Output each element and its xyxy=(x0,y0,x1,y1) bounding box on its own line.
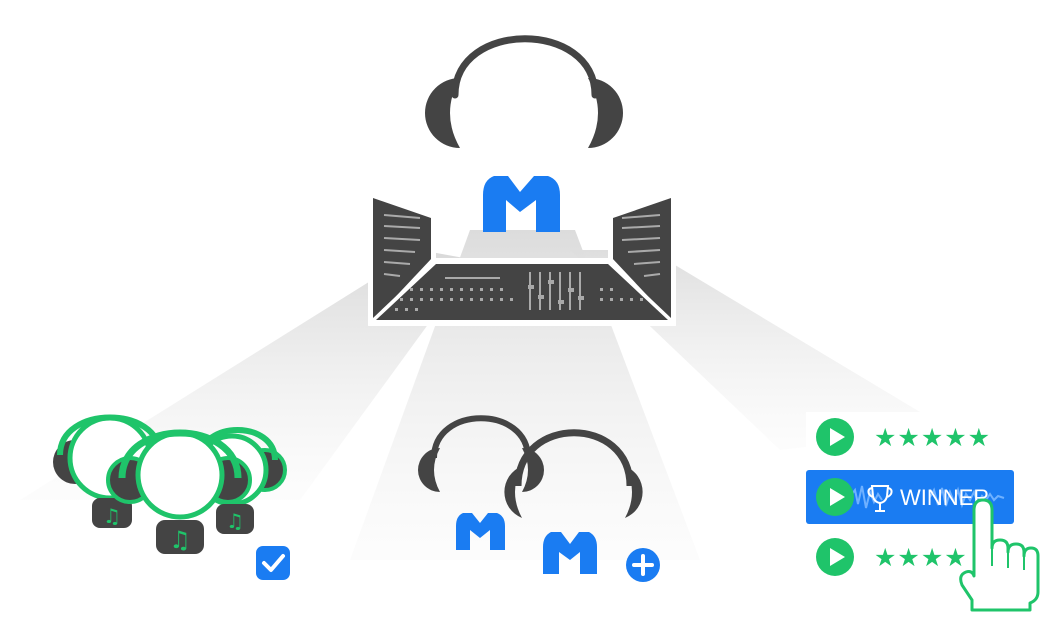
producer-body-icon xyxy=(483,176,560,232)
checkmark-icon xyxy=(256,546,290,580)
track-row-1: ★★★★★ xyxy=(816,418,991,456)
plus-icon xyxy=(626,548,660,582)
track-3-rating: ★★★★ xyxy=(874,543,968,572)
winner-highlight xyxy=(806,470,1014,524)
producer-small-right xyxy=(504,429,643,574)
producer-figure xyxy=(425,35,623,232)
svg-text:♫: ♫ xyxy=(103,504,121,528)
headphone-left-cup xyxy=(425,78,460,148)
svg-text:♫: ♫ xyxy=(169,526,191,554)
headphones-icon xyxy=(451,35,599,99)
hand-pointer-icon xyxy=(959,498,1040,612)
producers-pair xyxy=(418,415,660,582)
waveform xyxy=(849,485,1005,509)
headphone-right-cup xyxy=(588,78,623,148)
mixer-console-icon xyxy=(368,190,676,326)
music-listeners-icon: ♫ ♫ ♫ xyxy=(53,414,290,580)
svg-text:♫: ♫ xyxy=(226,509,244,533)
track-1-rating: ★★★★★ xyxy=(874,423,991,452)
listener-center: ♫ xyxy=(106,429,252,554)
trophy-icon xyxy=(867,485,893,512)
beam-middle xyxy=(350,230,700,560)
track-row-3: ★★★★ xyxy=(816,538,968,576)
